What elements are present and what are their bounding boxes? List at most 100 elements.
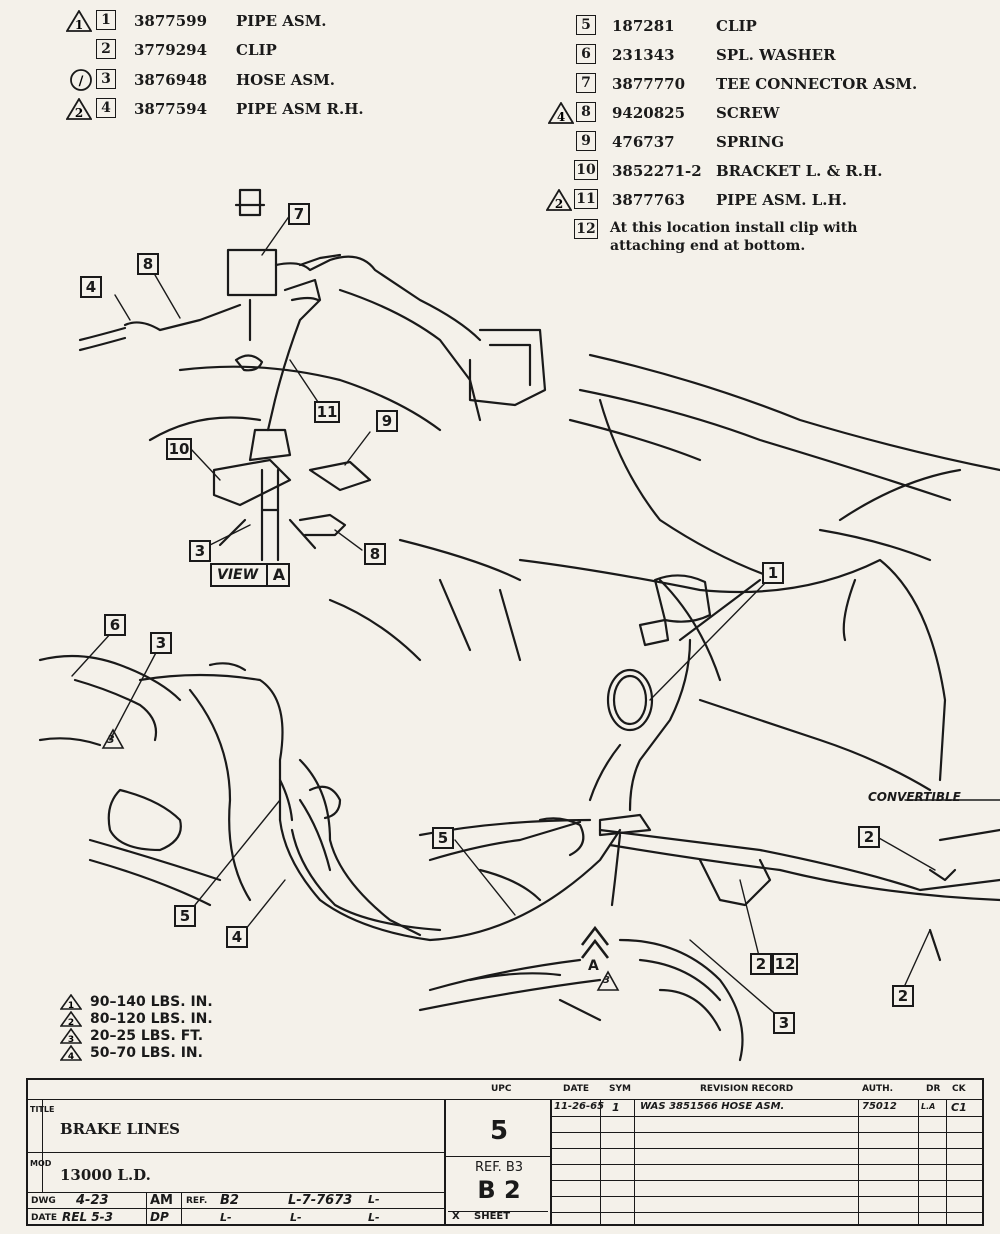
- svg-text:/: /: [79, 74, 84, 89]
- part-number: 3877763: [612, 191, 686, 209]
- rev-sym: 1: [612, 1101, 620, 1114]
- model-number: 13000 L.D.: [60, 1166, 151, 1184]
- view-arrow: [580, 925, 610, 959]
- part-number: 9420825: [612, 104, 686, 122]
- svg-text:2: 2: [68, 1018, 74, 1027]
- part-description: SPRING: [716, 133, 785, 151]
- rev-auth-header: AUTH.: [862, 1084, 894, 1094]
- callout-2b: 2: [750, 953, 772, 975]
- view-a-label: VIEW A: [210, 563, 290, 587]
- upc-header: UPC: [491, 1084, 512, 1094]
- torque-spec-text: 80–120 LBS. IN.: [90, 1011, 213, 1027]
- master-cylinder: [588, 574, 762, 812]
- view-a-marker: A: [588, 958, 599, 974]
- rev-record-header: REVISION RECORD: [700, 1084, 794, 1094]
- l-blank-3: L-: [290, 1211, 302, 1224]
- ref-code: B 2: [477, 1176, 521, 1204]
- torque-triangle-icon: 1: [60, 994, 82, 1010]
- part-number-box: 11: [574, 189, 598, 209]
- callout-2: 2: [858, 826, 880, 848]
- part-description: CLIP: [236, 41, 277, 59]
- dwg-value: 4-23: [76, 1193, 109, 1208]
- date-initials: DP: [150, 1210, 169, 1224]
- torque-triangle-icon: 3: [60, 1028, 82, 1044]
- callout-3b: 3: [150, 632, 172, 654]
- note-number-box: 12: [574, 219, 598, 239]
- callout-5b: 5: [174, 905, 196, 927]
- callout-8b: 8: [364, 543, 386, 565]
- callout-4: 4: [80, 276, 102, 298]
- title-block: UPC TITLE MOD BRAKE LINES 13000 L.D. DWG…: [26, 1078, 984, 1226]
- callout-11: 11: [314, 401, 340, 423]
- torque-spec-text: 20–25 LBS. FT.: [90, 1028, 204, 1044]
- part-number-box: 6: [576, 44, 596, 64]
- sheet-mark: X: [452, 1211, 460, 1222]
- part-number: 3877599: [134, 12, 208, 30]
- rev-record: WAS 3851566 HOSE ASM.: [640, 1101, 785, 1112]
- brake-drum: [418, 938, 744, 1062]
- part-number-box: 4: [96, 98, 116, 118]
- part-number: 3779294: [134, 41, 208, 59]
- svg-text:1: 1: [68, 1001, 74, 1010]
- callout-9: 9: [376, 410, 398, 432]
- view-letter: A: [266, 564, 290, 586]
- part-description: PIPE ASM R.H.: [236, 100, 364, 118]
- ref-small-value: B2: [220, 1193, 239, 1208]
- install-note-line-2: attaching end at bottom.: [610, 238, 806, 254]
- rev-date: 11-26-65: [554, 1101, 605, 1112]
- dwg-initials: AM: [150, 1193, 173, 1208]
- part-number-box: 7: [576, 73, 596, 93]
- l-blank-4: L-: [368, 1211, 380, 1224]
- torque-triangle-icon: 1: [66, 10, 92, 32]
- callout-3: 3: [189, 540, 211, 562]
- part-number: 3852271-2: [612, 162, 702, 180]
- upc-number: 5: [489, 1116, 509, 1146]
- callout-2c: 2: [892, 985, 914, 1007]
- part-number: 3877594: [134, 100, 208, 118]
- rev-auth: 75012: [862, 1101, 897, 1112]
- callout-5: 5: [432, 827, 454, 849]
- part-number: 3876948: [134, 71, 208, 89]
- leader-lines: [71, 214, 1000, 1019]
- callout-10: 10: [166, 438, 192, 460]
- drawing-title: BRAKE LINES: [60, 1120, 181, 1138]
- callout-3c: 3: [773, 1012, 795, 1034]
- part-number: 231343: [612, 46, 675, 64]
- ref-small-label: REF.: [186, 1196, 208, 1206]
- part-number-box: 8: [576, 102, 596, 122]
- title-vertical-label: TITLE: [30, 1105, 55, 1114]
- svg-text:3: 3: [68, 1035, 74, 1044]
- torque-triangle-mark: [101, 728, 125, 749]
- part-number: 187281: [612, 17, 675, 35]
- circle-mark-icon: /: [70, 69, 92, 91]
- part-number: 476737: [612, 133, 675, 151]
- rev-ck: C1: [951, 1101, 967, 1114]
- torque-triangle-icon: 2: [66, 98, 92, 120]
- part-description: BRACKET L. & R.H.: [716, 162, 883, 180]
- convertible-label: CONVERTIBLE: [868, 790, 961, 804]
- l-blank-2: L-: [220, 1211, 232, 1224]
- part-number-box: 3: [96, 69, 116, 89]
- install-note-line-1: At this location install clip with: [610, 220, 858, 236]
- install-note: At this location install clip with attac…: [610, 219, 857, 255]
- frame-left: [38, 654, 422, 937]
- rev-date-header: DATE: [563, 1084, 590, 1094]
- torque-triangle-mark: [596, 970, 620, 991]
- view-label-text: VIEW: [217, 567, 259, 583]
- part-description: SPL. WASHER: [716, 46, 836, 64]
- part-description: PIPE ASM.: [236, 12, 327, 30]
- part-number-box: 1: [96, 10, 116, 30]
- torque-triangle-icon: 2: [60, 1011, 82, 1027]
- rev-dr-header: DR: [926, 1084, 941, 1094]
- part-number: 3877770: [612, 75, 686, 93]
- callout-4b: 4: [226, 926, 248, 948]
- svg-text:2: 2: [555, 197, 563, 211]
- torque-triangle-icon: 4: [60, 1045, 82, 1061]
- date-label: DATE: [31, 1213, 58, 1223]
- ref-label: REF. B3: [474, 1160, 524, 1175]
- svg-text:1: 1: [75, 18, 83, 32]
- svg-text:4: 4: [68, 1052, 74, 1061]
- part-description: PIPE ASM. L.H.: [716, 191, 847, 209]
- model-vertical-label: MOD: [30, 1159, 52, 1168]
